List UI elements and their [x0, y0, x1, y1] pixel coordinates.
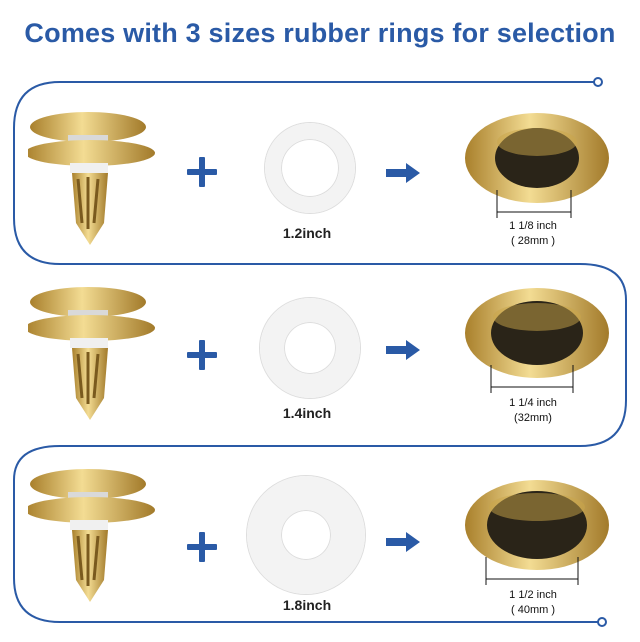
arrow-right-icon	[386, 532, 420, 552]
ring-size-label: 1.4inch	[282, 405, 332, 421]
drain-stopper-icon	[28, 469, 155, 602]
rubber-ring-large	[247, 476, 365, 594]
ring-size-label: 1.8inch	[282, 597, 332, 613]
dimension-inch: 1 1/2 inch	[509, 589, 557, 601]
dimension-line	[485, 557, 579, 585]
rubber-ring-small	[265, 123, 355, 213]
ring-size-label: 1.2inch	[282, 225, 332, 241]
sink-drain-hole-icon	[465, 113, 609, 203]
size-row-1: 1.2inch 1 1/8 inch ( 28mm )	[0, 105, 640, 285]
arrow-right-icon	[386, 163, 420, 183]
dimension-inch: 1 1/4 inch	[509, 397, 557, 409]
dimension-inch: 1 1/8 inch	[509, 220, 557, 232]
sink-drain-hole-icon	[465, 288, 609, 378]
plus-icon	[187, 340, 217, 370]
dimension-line	[490, 365, 574, 393]
size-row-3: 1.8inch 1 1/2 inch ( 40mm )	[0, 462, 640, 642]
frame-end-dot-bottom	[597, 617, 607, 627]
frame-end-dot-top	[593, 77, 603, 87]
rubber-ring-medium	[260, 298, 360, 398]
drain-stopper-icon	[28, 112, 155, 245]
plus-icon	[187, 532, 217, 562]
page-title: Comes with 3 sizes rubber rings for sele…	[24, 18, 616, 48]
drain-stopper-icon	[28, 287, 155, 420]
sink-drain-hole-icon	[465, 480, 609, 570]
dimension-mm: ( 40mm )	[511, 604, 555, 616]
size-row-2: 1.4inch 1 1/4 inch (32mm)	[0, 280, 640, 460]
dimension-mm: (32mm)	[514, 412, 552, 424]
dimension-mm: ( 28mm )	[511, 235, 555, 247]
arrow-right-icon	[386, 340, 420, 360]
dimension-line	[496, 190, 572, 218]
plus-icon	[187, 157, 217, 187]
